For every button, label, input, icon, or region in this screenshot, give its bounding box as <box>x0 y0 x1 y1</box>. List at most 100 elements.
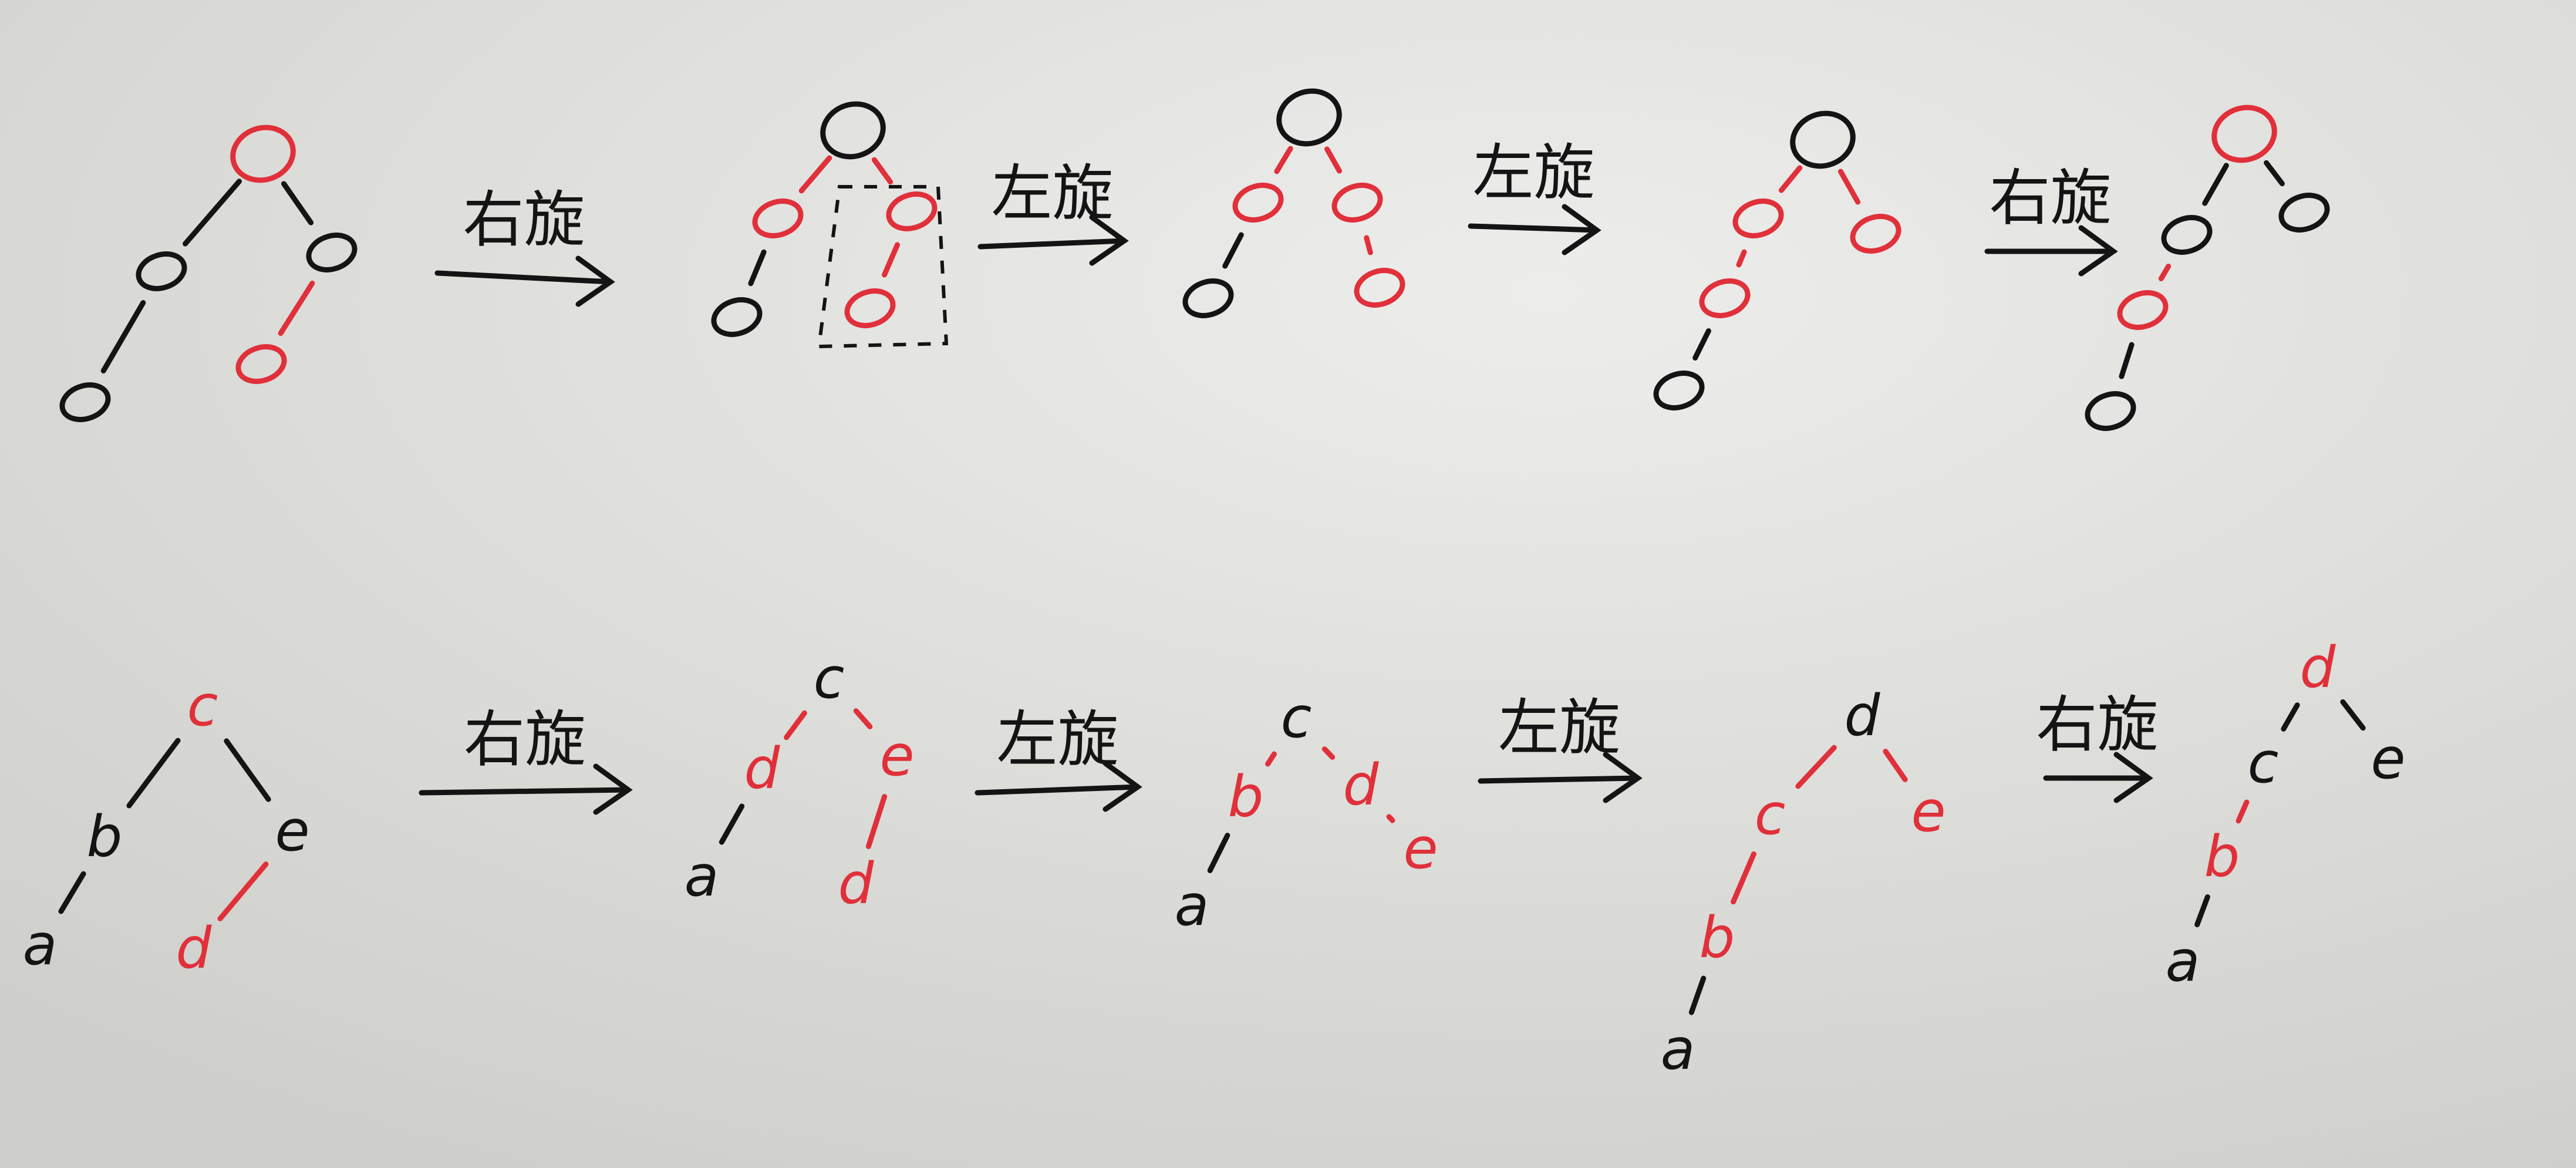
bottom-arrow-3-shaft <box>1478 775 1641 784</box>
top-arrow-1-label: 右旋 <box>463 184 585 255</box>
top-tree-5-node-rr <box>2278 193 2330 233</box>
top-arrow-3-head-icon <box>1562 204 1601 255</box>
top-tree-2-node-ll <box>711 297 763 337</box>
top-tree-1-node-rr <box>306 233 358 272</box>
top-tree-2-node-rr <box>886 191 938 231</box>
bottom-tree-3-edge-c-d <box>1321 746 1336 760</box>
top-tree-3-edge-r-rr <box>1324 146 1342 174</box>
bottom-tree-3-edge-c-b <box>1265 751 1277 767</box>
bottom-tree-3-node-b: b <box>1228 764 1264 830</box>
top-tree-3-node-rrr <box>1354 268 1405 308</box>
arrows-layer: 右旋左旋左旋右旋右旋左旋左旋右旋 <box>419 137 2159 815</box>
top-arrow-2-head-icon <box>1089 214 1129 266</box>
top-tree-4-edge-l-ll <box>1736 249 1747 268</box>
bottom-tree-2-node-d2: d <box>838 851 875 917</box>
bottom-arrow-3-head-icon <box>1603 752 1643 803</box>
top-tree-1-node-rrl <box>235 344 287 384</box>
top-tree-5-edge-r-l <box>2202 163 2229 206</box>
top-arrow-3-label: 左旋 <box>1472 137 1594 208</box>
top-tree-5-edge-ll-lll <box>2119 342 2135 379</box>
bottom-tree-5-node-e: e <box>2371 726 2405 792</box>
top-tree-5-node-r <box>2211 105 2277 163</box>
top-arrow-1-shaft <box>434 270 613 285</box>
bottom-tree-1-node-e: e <box>275 798 309 864</box>
top-tree-4-node-lll <box>1653 371 1705 410</box>
top-tree-3-node-rr <box>1331 183 1383 223</box>
bottom-tree-1-node-d: d <box>176 915 213 981</box>
top-tree-4-edge-r-l <box>1778 165 1803 193</box>
bottom-tree-5-node-b: b <box>2204 824 2240 890</box>
bottom-tree-5-edge-b-a <box>2194 894 2210 927</box>
bottom-arrow-2-head-icon <box>1102 760 1142 812</box>
bottom-tree-3-edge-b-a <box>1207 833 1230 873</box>
bottom-tree-2-edge-c-d1 <box>784 710 807 740</box>
top-arrow-1-head-icon <box>575 255 615 307</box>
top-tree-2-edge-r-rr <box>871 157 893 185</box>
bottom-tree-5-edge-d-e <box>2340 699 2366 731</box>
bottom-tree-4-node-c: c <box>1755 782 1786 847</box>
bottom-tree-3-node-d: d <box>1343 752 1380 818</box>
bottom-tree-3-node-a: a <box>1175 873 1209 938</box>
top-tree-3-node-l <box>1232 183 1284 223</box>
top-tree-5-edge-r-rr <box>2264 160 2285 187</box>
top-tree-1-node-r <box>230 124 296 183</box>
top-tree-4-node-rr <box>1850 214 1901 254</box>
bottom-tree-2-node-e: e <box>879 723 914 789</box>
bottom-tree-3-edge-d-e <box>1386 814 1395 823</box>
bottom-tree-4-node-b: b <box>1700 905 1735 971</box>
bottom-arrow-3-label: 左旋 <box>1498 692 1620 763</box>
top-tree-3-edge-rr-rrr <box>1364 235 1373 255</box>
bottom-tree-2-node-a: a <box>685 843 719 909</box>
top-tree-2-edge-r-l <box>798 155 832 194</box>
top-arrow-2-shaft <box>977 238 1127 250</box>
top-tree-3-edge-l-ll <box>1222 232 1244 269</box>
bottom-tree-4-edge-c-b <box>1731 851 1756 905</box>
top-tree-2-node-rrl <box>844 288 896 328</box>
top-tree-2-node-l <box>752 198 804 238</box>
bottom-tree-2-node-d1: d <box>744 736 781 802</box>
bottom-tree-1-edge-c-e <box>224 738 271 802</box>
bottom-tree-5-node-d: d <box>2300 635 2336 701</box>
bottom-tree-1-node-c: c <box>187 673 218 739</box>
bottom-arrow-4-label: 右旋 <box>2036 689 2158 760</box>
top-tree-5-node-lll <box>2085 391 2136 431</box>
bottom-tree-3-node-e: e <box>1403 816 1438 881</box>
top-tree-4-node-ll <box>1699 278 1751 318</box>
bottom-arrow-2-shaft <box>975 784 1141 796</box>
top-tree-2-edge-rr-rrl <box>882 242 900 278</box>
top-tree-1-edge-rr-rrl <box>278 280 315 336</box>
top-tree-5-node-ll <box>2117 290 2169 330</box>
edges-layer <box>58 146 2366 1015</box>
bottom-tree-4-node-a: a <box>1661 1016 1695 1082</box>
top-tree-5-edge-l-ll <box>2158 263 2172 282</box>
bottom-tree-2-edge-c-e <box>853 708 873 729</box>
bottom-tree-3-node-c: c <box>1281 685 1312 750</box>
bottom-tree-4-node-e: e <box>1911 779 1946 844</box>
bottom-tree-1-edge-b-a <box>58 871 86 914</box>
bottom-arrow-1-label: 右旋 <box>464 704 586 775</box>
bottom-tree-4-edge-d-e <box>1883 749 1908 782</box>
bottom-tree-1-edge-c-b <box>126 738 181 809</box>
bottom-tree-2-node-c: c <box>814 645 845 711</box>
bottom-tree-5-node-c: c <box>2248 730 2279 796</box>
top-tree-1-edge-r-l <box>183 179 242 247</box>
rotation-group-dashed-box <box>817 185 949 349</box>
bottom-tree-2-edge-e-d2 <box>865 794 888 849</box>
top-tree-4-edge-r-rr <box>1837 169 1861 205</box>
bottom-tree-4-node-d: d <box>1845 683 1881 749</box>
extras-layer <box>817 185 949 349</box>
top-tree-1-node-l <box>136 251 187 291</box>
bottom-tree-5-edge-c-b <box>2236 799 2250 824</box>
bottom-arrow-4-head-icon <box>2113 752 2153 803</box>
top-tree-2-node-r <box>820 101 886 160</box>
bottom-arrow-2-label: 左旋 <box>996 704 1118 775</box>
top-tree-1-edge-r-rr <box>281 181 314 225</box>
top-tree-3-node-r <box>1276 88 1342 147</box>
bottom-tree-4-edge-b-a <box>1688 975 1707 1015</box>
bottom-tree-1-node-b: b <box>87 804 123 870</box>
top-arrow-4-label: 右旋 <box>1989 162 2111 234</box>
top-tree-5-node-l <box>2161 215 2213 255</box>
